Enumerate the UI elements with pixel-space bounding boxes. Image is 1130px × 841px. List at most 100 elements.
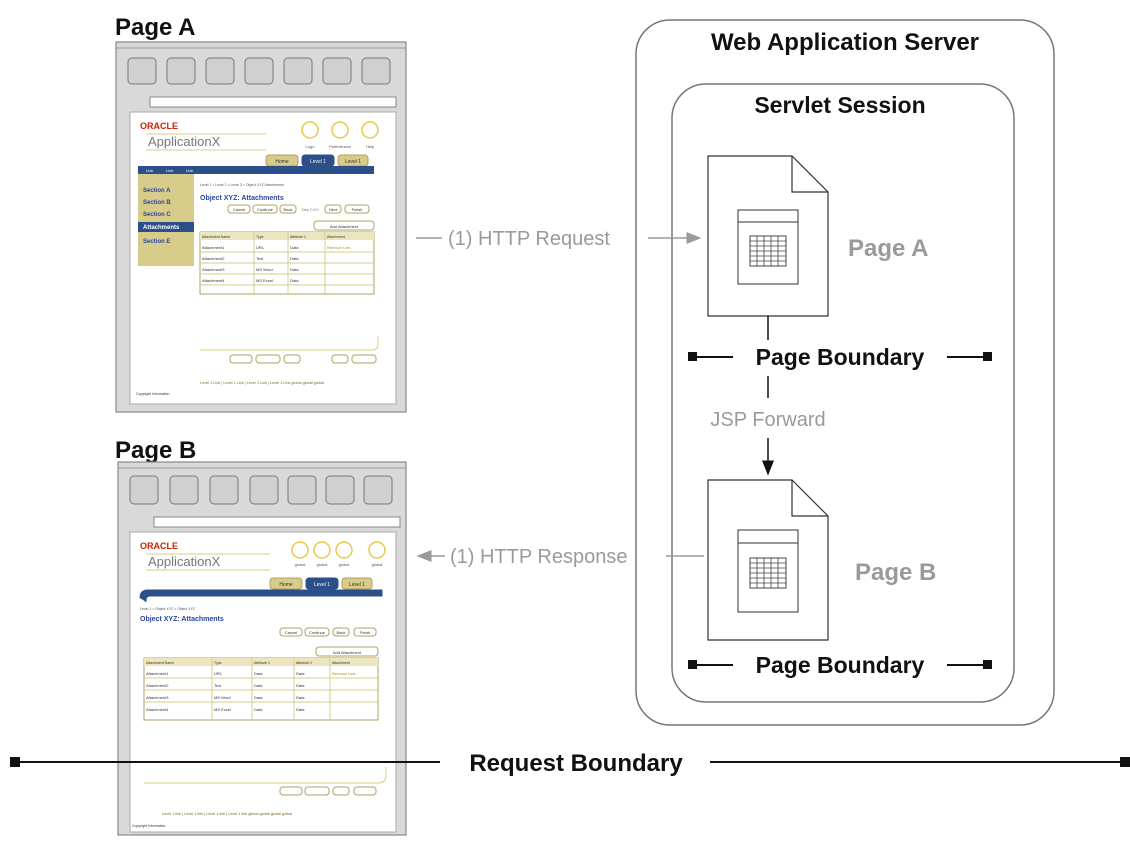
page-b-heading: Object XYZ: Attachments [140, 616, 224, 623]
page-a-subnav-1[interactable]: Link [146, 168, 153, 173]
page-a-cell-3-0: Attachment4 [202, 278, 225, 283]
page-a-cell-3-2: Data [290, 278, 299, 283]
page-b-add-attachment-button[interactable]: Add Attachment [333, 650, 362, 655]
page-b-cell-3-1: MS Excel [214, 707, 231, 712]
page-b-th-attr2: Attribute 2 [296, 661, 312, 665]
page-b-icon-label-3: global [339, 562, 350, 567]
page-a-cell-1-1: Text [256, 256, 264, 261]
page-a-section-e[interactable]: Section E [143, 239, 170, 245]
page-b-doc-label: Page B [855, 559, 936, 586]
page-b-cell-0-0: Attachment1 [146, 671, 169, 676]
session-title: Servlet Session [754, 92, 925, 118]
page-a-add-attachment-button[interactable]: Add Attachment [330, 224, 359, 229]
page-b-cell-0-1: URL [214, 671, 223, 676]
page-a-section-c[interactable]: Section C [143, 212, 171, 218]
page-a-cancel-button[interactable]: Cancel [233, 207, 246, 212]
page-b-icon-label-4: global [372, 562, 383, 567]
http-request-label: (1) HTTP Request [448, 228, 610, 250]
page-b-cell-1-3: Data [296, 683, 305, 688]
page-a-cell-0-3[interactable]: Remove Link [327, 245, 350, 250]
page-b-title: Page B [115, 437, 196, 464]
page-a-subnav-2[interactable]: Link [166, 168, 173, 173]
http-response-label: (1) HTTP Response [450, 546, 627, 568]
page-b-action-buttons [279, 627, 377, 637]
page-a-attachments-table [199, 231, 375, 295]
page-a-section-a[interactable]: Section A [143, 188, 171, 194]
page-b-cell-2-3: Data [296, 695, 305, 700]
page-a-cell-0-2: Data [290, 245, 299, 250]
page-a-th-name: Attachment Name [202, 235, 230, 239]
page-b-attachments-table [143, 657, 379, 721]
page-b-cell-3-3: Data [296, 707, 305, 712]
page-a-subnav-3[interactable]: Link [186, 168, 193, 173]
page-a-oracle-logo: ORACLE [140, 121, 178, 131]
page-a-copyright: Copyright Information [136, 392, 170, 396]
page-boundary-2-label: Page Boundary [756, 652, 925, 678]
page-b-finish-button[interactable]: Finish [360, 630, 371, 635]
page-b-footer-links[interactable]: Level 1 link | Level 1 link | Level 1 li… [162, 812, 292, 816]
page-b-th-name: Attachment Name [146, 661, 174, 665]
page-a-tab-level1[interactable]: Level 1 [310, 159, 326, 165]
page-b-oracle-logo: ORACLE [140, 541, 178, 551]
page-boundary-1 [688, 352, 992, 361]
page-a-heading: Object XYZ: Attachments [200, 195, 284, 202]
page-b-cell-0-3: Data [296, 671, 305, 676]
page-a-section-attachments[interactable]: Attachments [143, 225, 180, 231]
page-b-bottom-buttons [279, 786, 377, 796]
page-b-cell-0-2: Data [254, 671, 263, 676]
page-a-action-buttons [227, 204, 370, 214]
page-a-icon-label-2: Preferences [329, 144, 351, 149]
page-a-step-text: Step 2 of 3 [302, 208, 319, 212]
page-a-doc-label: Page A [848, 235, 928, 262]
page-a-back-button[interactable]: Back [284, 207, 293, 212]
page-a-tab-home[interactable]: Home [275, 159, 289, 165]
page-a-cell-3-1: MS Excel [256, 278, 273, 283]
page-b-back-button[interactable]: Back [337, 630, 346, 635]
page-a-cell-2-1: MS Word [256, 267, 273, 272]
page-a-th-attr1: Attribute 1 [290, 235, 306, 239]
page-b-icon-label-1: global [295, 562, 306, 567]
page-a-icon-label-3: Help [366, 144, 375, 149]
page-b-cell-0-4[interactable]: Remove Link [332, 671, 355, 676]
web-app-server-box [635, 19, 1055, 726]
page-a-cell-1-0: Attachment2 [202, 256, 225, 261]
page-a-document-icon [707, 155, 829, 317]
page-a-th-type: Type [256, 235, 264, 239]
page-a-app-name: ApplicationX [148, 134, 221, 149]
page-a-finish-button[interactable]: Finish [352, 207, 363, 212]
page-a-cell-0-0: Attachment1 [202, 245, 225, 250]
page-b-icon-label-2: global [317, 562, 328, 567]
page-a-cell-2-2: Data [290, 267, 299, 272]
page-b-cell-1-0: Attachment2 [146, 683, 169, 688]
page-a-section-b[interactable]: Section B [143, 200, 171, 206]
servlet-session-box [671, 83, 1015, 703]
page-b-cell-2-1: MS Word [214, 695, 231, 700]
server-title: Web Application Server [711, 29, 979, 56]
page-b-breadcrumb: Level 1 > Object XYZ > Object XYZ [140, 607, 196, 611]
page-b-continue-button[interactable]: Continue [309, 630, 326, 635]
page-a-cell-2-0: Attachment3 [202, 267, 225, 272]
page-a-footer-links[interactable]: Level 1 Link | Level 1 Link | Level 1 Li… [200, 381, 324, 385]
page-a-next-button[interactable]: Next [329, 207, 338, 212]
page-a-continue-button[interactable]: Continue [257, 207, 274, 212]
page-b-cell-3-2: Data [254, 707, 263, 712]
page-b-cell-1-1: Text [214, 683, 222, 688]
page-b-copyright: Copyright Information [132, 824, 166, 828]
page-b-tab-level1b[interactable]: Level 1 [349, 582, 365, 588]
page-b-tab-level1[interactable]: Level 1 [314, 582, 330, 588]
page-b-cancel-button[interactable]: Cancel [285, 630, 298, 635]
page-b-global-icons [291, 541, 386, 559]
page-a-th-attachment: Attachment [327, 235, 345, 239]
page-b-app-name: ApplicationX [148, 554, 221, 569]
page-b-th-type: Type [214, 661, 222, 665]
page-b-th-attachment: Attachment [332, 661, 350, 665]
request-boundary-line [10, 757, 1130, 767]
page-b-document-icon [707, 479, 829, 641]
page-a-icon-label-1: Logo [306, 144, 316, 149]
page-b-tab-home[interactable]: Home [279, 582, 293, 588]
page-boundary-1-label: Page Boundary [756, 344, 925, 370]
page-b-cell-3-0: Attachment4 [146, 707, 169, 712]
page-a-tab-level1b[interactable]: Level 1 [345, 159, 361, 165]
jsp-forward-label: JSP Forward [710, 409, 825, 431]
